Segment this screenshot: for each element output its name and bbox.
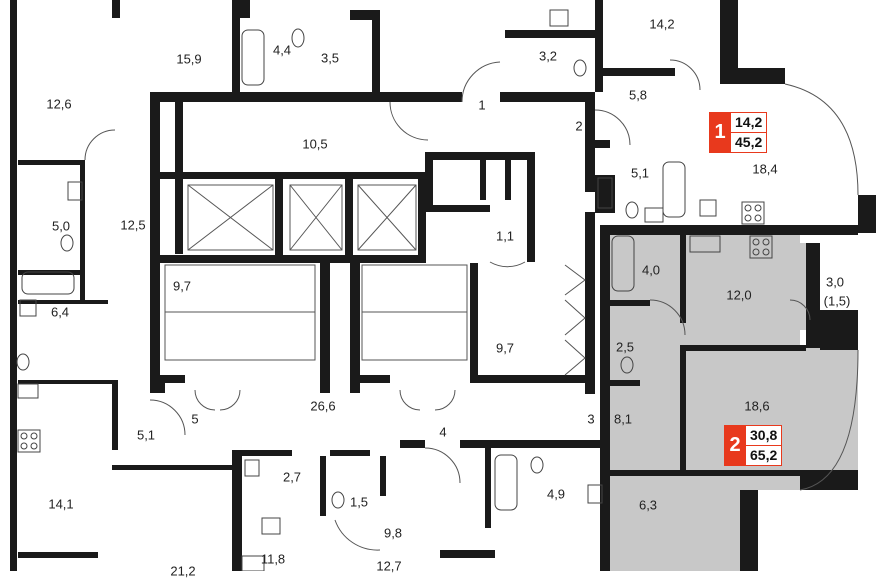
apartment-2-area[interactable] — [606, 233, 858, 571]
room-label: 4,0 — [641, 262, 661, 278]
room-label: 18,4 — [752, 161, 778, 177]
room-label: 9,8 — [383, 525, 403, 541]
room-label: 12,7 — [376, 558, 402, 574]
apartment-number: 2 — [724, 425, 746, 466]
room-label: 4 — [439, 424, 447, 440]
walls — [10, 0, 876, 571]
room-label: 8,1 — [613, 411, 633, 427]
apartment-number: 1 — [709, 112, 731, 153]
room-label: 5,8 — [628, 87, 648, 103]
room-label: 12,0 — [726, 287, 752, 303]
room-label: 2,5 — [615, 339, 635, 355]
room-label: 21,2 — [170, 563, 196, 579]
apartment-areas: 14,2 45,2 — [731, 112, 768, 153]
room-label: 11,8 — [260, 551, 286, 567]
living-area: 30,8 — [746, 426, 782, 446]
thin-lines — [84, 59, 859, 551]
room-label: 3 — [587, 411, 595, 427]
room-label: 9,7 — [495, 340, 515, 356]
room-label: 14,2 — [649, 16, 675, 32]
room-label: 5 — [191, 411, 199, 427]
room-label: 18,6 — [744, 398, 770, 414]
room-label: 5,0 — [51, 218, 71, 234]
room-label: 12,6 — [46, 96, 72, 112]
room-label: 2 — [575, 118, 583, 134]
room-label: 6,3 — [638, 497, 658, 513]
room-label: 4,4 — [272, 42, 292, 58]
room-label: 6,4 — [50, 304, 70, 320]
room-label: 1,5 — [349, 494, 369, 510]
room-label: 1,1 — [495, 228, 515, 244]
apartment-badge-1[interactable]: 1 14,2 45,2 — [709, 112, 768, 153]
room-label: 5,1 — [630, 165, 650, 181]
room-label: 14,1 — [48, 496, 74, 512]
apartment-areas: 30,8 65,2 — [746, 425, 783, 466]
room-label: 10,5 — [302, 136, 328, 152]
room-label: 1 — [478, 97, 486, 113]
room-label: 3,0 — [825, 274, 845, 290]
room-label: 5,1 — [136, 427, 156, 443]
room-label: 12,5 — [120, 217, 146, 233]
room-label: 3,2 — [538, 48, 558, 64]
room-label: 4,9 — [546, 486, 566, 502]
fixtures — [16, 9, 773, 571]
room-label: 26,6 — [310, 398, 336, 414]
room-label: 9,7 — [172, 278, 192, 294]
total-area: 45,2 — [735, 134, 763, 150]
room-label: 15,9 — [176, 51, 202, 67]
room-label: 2,7 — [282, 469, 302, 485]
apartment-badge-2[interactable]: 2 30,8 65,2 — [724, 425, 783, 466]
room-label: (1,5) — [823, 293, 851, 309]
room-label: 3,5 — [320, 50, 340, 66]
living-area: 14,2 — [731, 113, 767, 133]
total-area: 65,2 — [750, 447, 778, 463]
